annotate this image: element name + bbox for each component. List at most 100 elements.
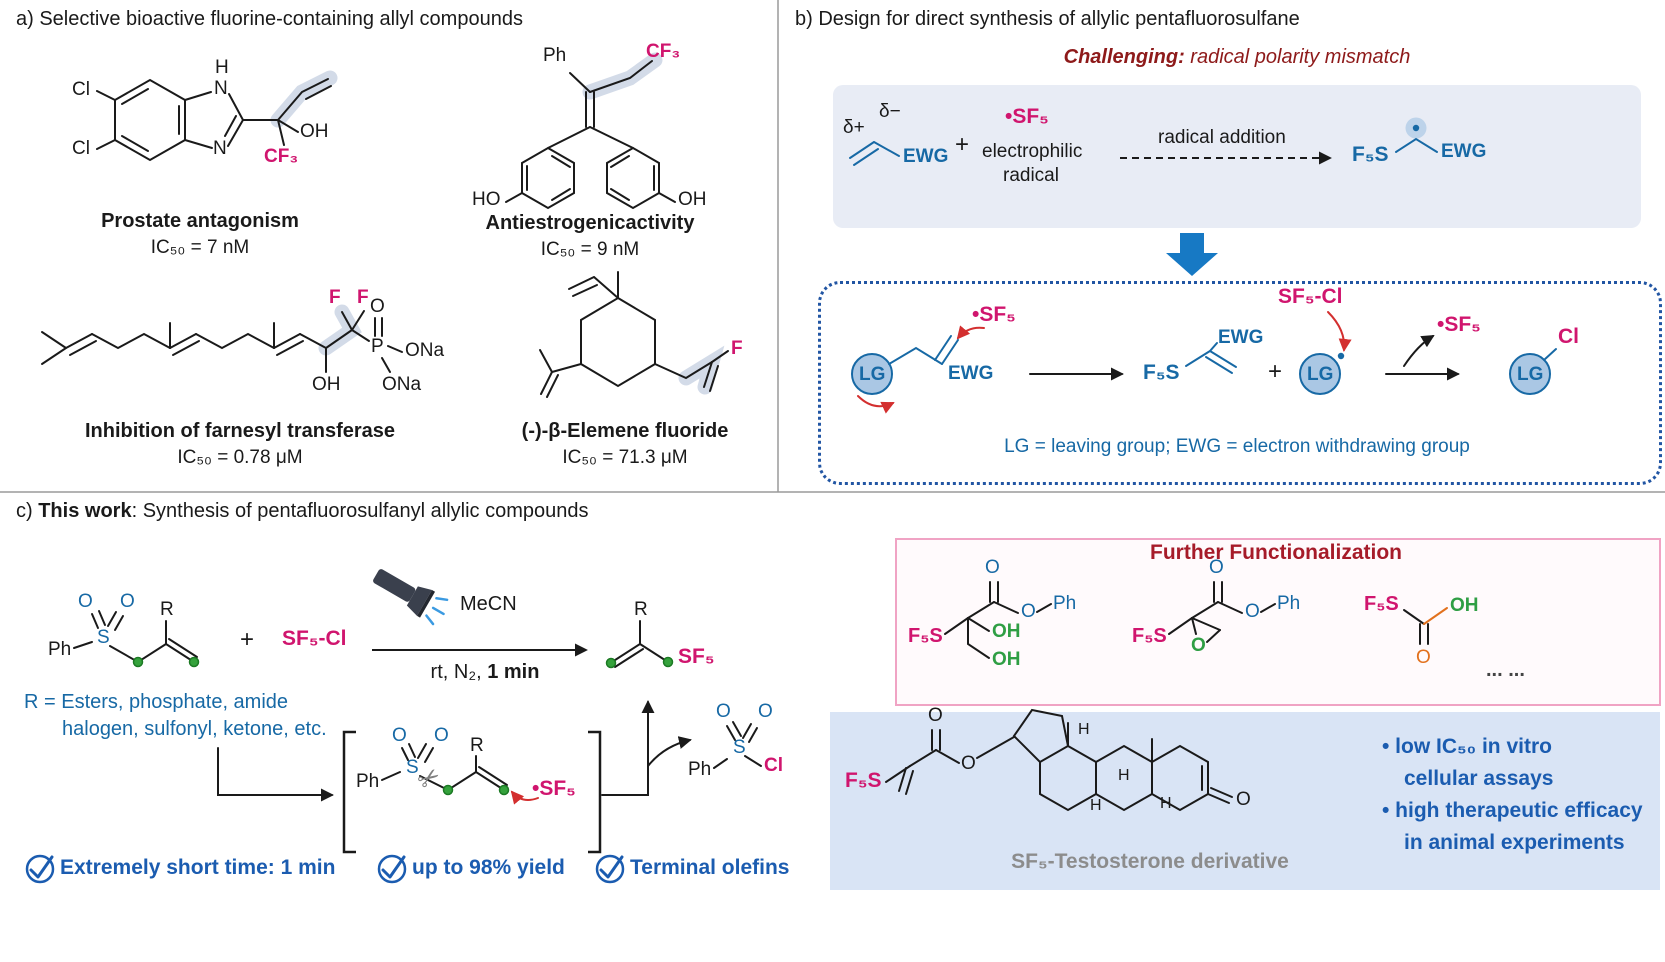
plus-sign: +: [955, 131, 970, 158]
oxygen-label: O: [1245, 601, 1260, 622]
f5s-label: F₅S: [1364, 593, 1399, 615]
phenyl-label: Ph: [48, 639, 72, 660]
oxygen-label: O: [1021, 601, 1036, 622]
sf5cl-label: SF₅-Cl: [1278, 285, 1343, 308]
sf5-label: SF₅: [678, 645, 715, 668]
panel-c-title-rest: : Synthesis of pentafluorosulfanyl allyl…: [131, 500, 589, 522]
compound-caption: Inhibition of farnesyl transferase: [84, 420, 396, 442]
oxygen-label: O: [78, 591, 93, 612]
hydroxyl-label: OH: [992, 649, 1021, 670]
delta-plus-label: δ+: [843, 117, 865, 138]
r-group-label: R: [160, 599, 174, 620]
nitrogen-label: N: [213, 138, 227, 159]
conditions-pre: rt, N₂,: [430, 661, 488, 683]
stereo-hydrogen-label: H: [1078, 721, 1090, 738]
solvent-label: MeCN: [460, 593, 517, 615]
compound-caption: Antiestrogenicactivity: [485, 212, 695, 234]
panel-a-title: a) Selective bioactive fluorine-containi…: [16, 8, 523, 30]
oxygen-label: O: [434, 725, 449, 746]
sf5-radical-label: •SF₅: [532, 777, 576, 800]
r-group-label: R: [634, 599, 648, 620]
sulfur-label: S: [97, 627, 110, 648]
ewg-label: EWG: [1218, 327, 1264, 348]
hydroxyl-label: OH: [678, 189, 707, 210]
further-product-diol: [944, 581, 1052, 659]
legend-text: LG = leaving group; EWG = electron withd…: [1004, 436, 1470, 457]
hydroxyl-label: OH: [300, 121, 329, 142]
cf3-label: CF₃: [646, 41, 681, 62]
uv-lamp-icon: [373, 569, 449, 626]
sf5-radical-label: •SF₅: [972, 303, 1016, 326]
fluorine-label: F: [329, 287, 341, 308]
ewg-label: EWG: [948, 363, 994, 384]
hydroxyl-label: OH: [1450, 595, 1479, 616]
hydroxyl-label: HO: [472, 189, 501, 210]
structure-antiestrogen: [505, 52, 676, 210]
structure-benzimidazole: [96, 70, 338, 162]
radical-addition-label: radical addition: [1158, 127, 1286, 148]
further-title: Further Functionalization: [1150, 541, 1402, 564]
fluorine-label: F: [357, 287, 369, 308]
hydroxyl-label: OH: [992, 621, 1021, 642]
intermediate-brackets: [342, 730, 602, 854]
testosterone-caption: SF₅-Testosterone derivative: [1011, 850, 1289, 873]
lg-label: LG: [859, 364, 886, 385]
compound-caption: Prostate antagonism: [101, 210, 299, 232]
panel-c-title-thiswork: This work: [38, 500, 132, 522]
stereo-hydrogen-label: H: [1090, 797, 1102, 814]
highlight-time: Extremely short time: 1 min: [60, 856, 336, 879]
oxygen-label: O: [758, 701, 773, 722]
sulfur-label: S: [406, 757, 419, 778]
design-strategy-box: [818, 281, 1662, 485]
structure-elemene-fluoride: [539, 271, 729, 398]
nh-hydrogen-label: H: [215, 57, 229, 78]
testosterone-box: [830, 712, 1660, 890]
bullet-low-ic50: • low IC₅₀ in vitro: [1382, 735, 1552, 758]
cf3-label: CF₃: [264, 146, 299, 167]
lg-label: LG: [1517, 364, 1544, 385]
f5s-label: F₅S: [908, 625, 943, 647]
oxygen-label: O: [392, 725, 407, 746]
phenyl-label: Ph: [688, 759, 712, 780]
ic50-value: IC₅₀ = 9 nM: [540, 239, 640, 260]
bullet-animal-experiments: in animal experiments: [1404, 831, 1625, 854]
sulfur-label: S: [733, 737, 746, 758]
challenge-head: Challenging:: [1063, 46, 1185, 68]
oxygen-label: O: [1209, 557, 1224, 578]
highlight-yield: up to 98% yield: [412, 856, 565, 879]
f5s-label: F₅S: [1352, 143, 1389, 166]
mechanism-flow-arrows: [217, 700, 692, 802]
design-scheme: [851, 311, 1557, 414]
ona-label: ONa: [382, 374, 422, 395]
further-product-ketol: [1403, 607, 1448, 645]
cl-label: Cl: [72, 138, 90, 159]
radical-mismatch-box: [833, 85, 1641, 228]
phosphorus-label: P: [371, 336, 384, 357]
challenge-statement: Challenging: radical polarity mismatch: [833, 46, 1641, 69]
panel-c-title: c) This work: Synthesis of pentafluorosu…: [16, 500, 589, 523]
panel-c-title-prefix: c): [16, 500, 39, 522]
ellipsis-more: ... ...: [1486, 659, 1525, 681]
delta-minus-label: δ−: [879, 101, 901, 122]
bullet-high-efficacy: • high therapeutic efficacy: [1382, 799, 1643, 822]
electrophilic-label: electrophilic: [982, 141, 1083, 162]
sf5-radical-label: •SF₅: [1437, 313, 1481, 336]
ic50-value: IC₅₀ = 0.78 μM: [177, 447, 303, 468]
oxygen-label: O: [120, 591, 135, 612]
reagent-sulfone: [73, 610, 200, 668]
panel-dividers: [0, 0, 1665, 493]
epoxide-oxygen-label: O: [1191, 635, 1206, 656]
conditions-line: rt, N₂, 1 min: [385, 661, 585, 684]
bullet-cellular-assays: cellular assays: [1404, 767, 1554, 790]
f5s-label: F₅S: [1143, 361, 1180, 384]
fluorine-label: F: [731, 338, 743, 359]
stereo-hydrogen-label: H: [1118, 767, 1130, 784]
oxygen-label: O: [370, 296, 385, 317]
further-product-epoxide: [1168, 581, 1276, 643]
plus-sign: +: [240, 626, 255, 653]
mismatch-scheme: [849, 117, 1438, 166]
phenyl-label: Ph: [1277, 593, 1301, 614]
phenyl-label: Ph: [356, 771, 380, 792]
stereo-hydrogen-label: H: [1160, 795, 1172, 812]
